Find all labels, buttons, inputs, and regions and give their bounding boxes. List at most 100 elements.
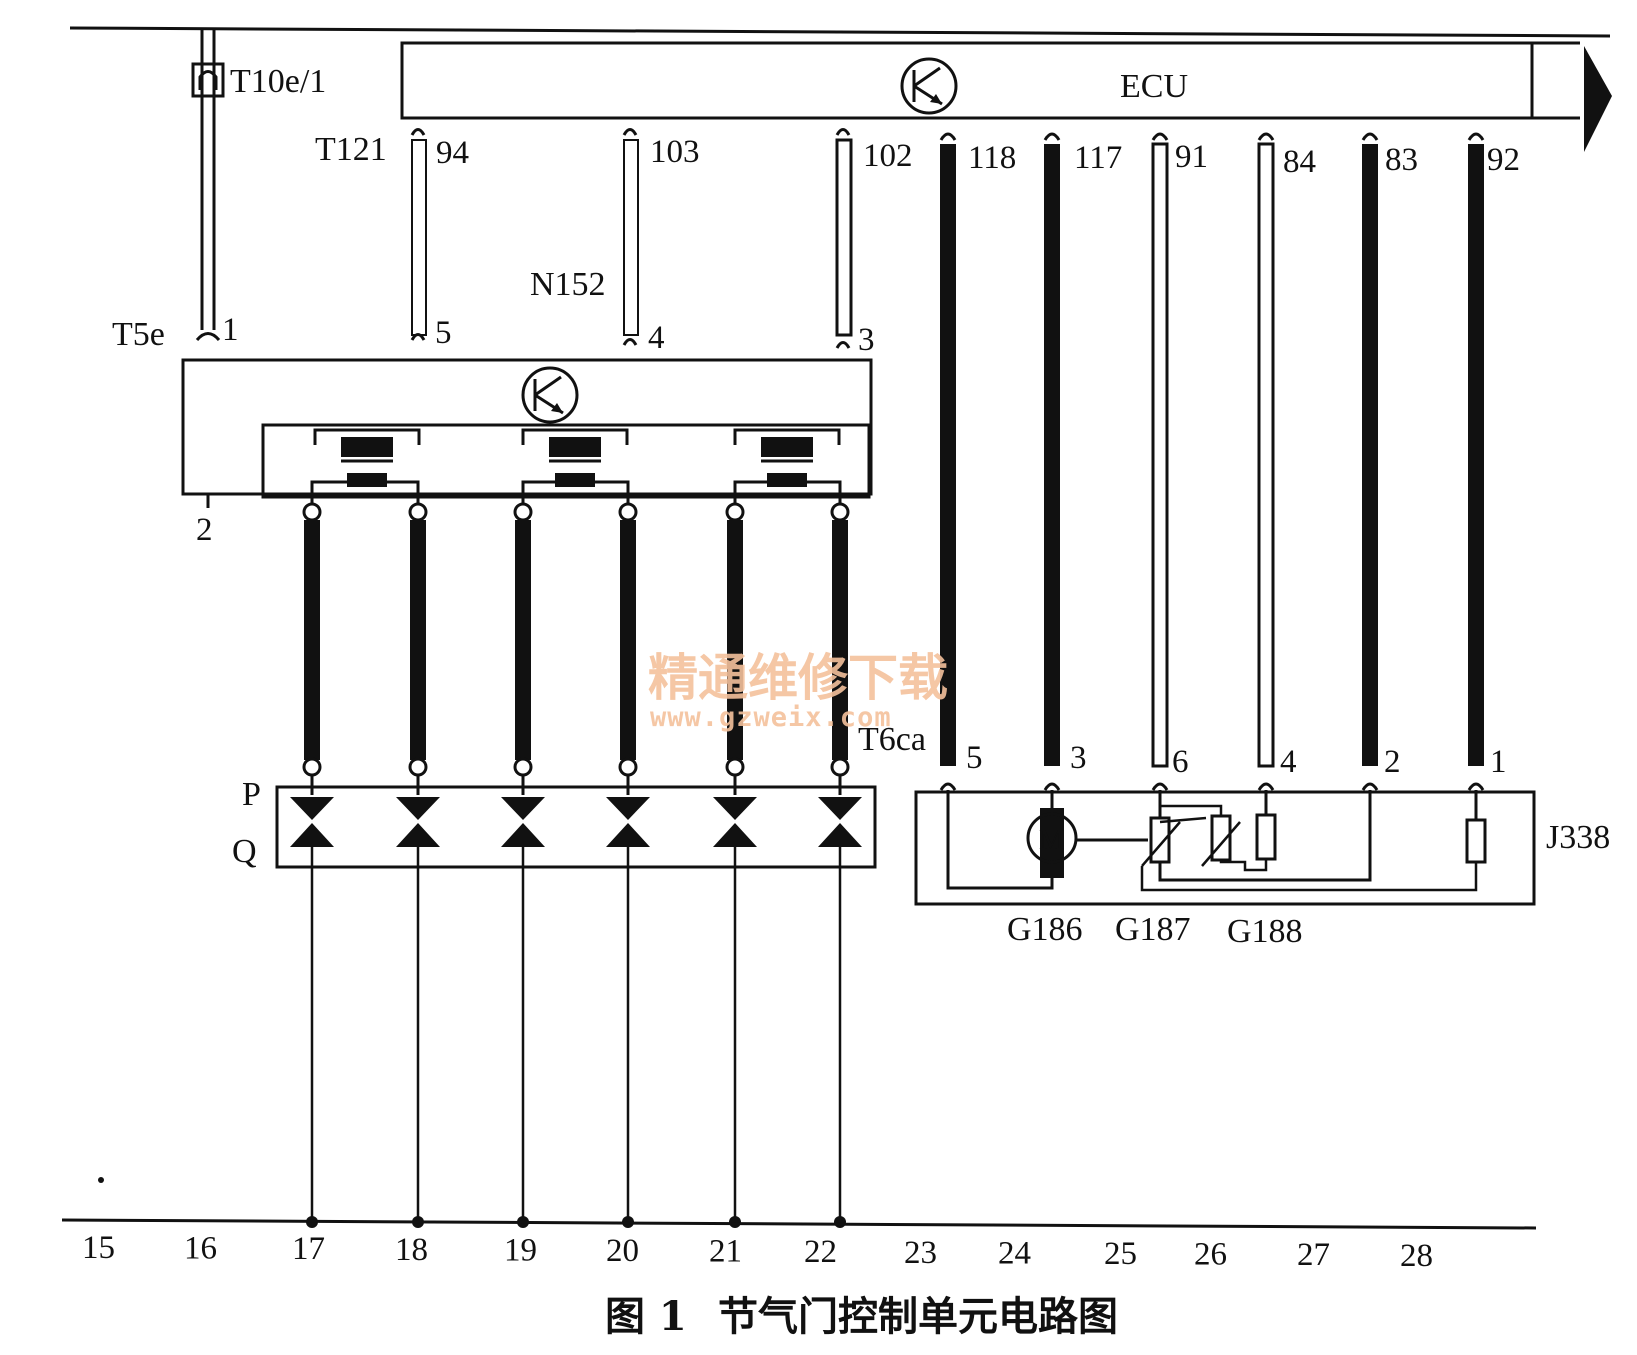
throttle-unit-label: J338	[1546, 819, 1610, 856]
wire-terminal-bottom	[513, 757, 533, 777]
heavy-wire	[832, 520, 848, 760]
wire-terminal-top	[513, 502, 533, 522]
heavy-wire	[1362, 144, 1378, 766]
heavy-wire	[620, 520, 636, 760]
figure-number: 图 1	[605, 1293, 687, 1340]
heavy-wire	[515, 520, 531, 760]
coil-pairs	[290, 428, 862, 1228]
component-g186: G186	[1007, 911, 1083, 948]
ecu-pin-102: 102	[863, 138, 913, 174]
coil-section-box	[261, 423, 871, 499]
diode-arrow-up	[606, 823, 650, 847]
wire-102	[835, 138, 853, 337]
top-frame-line	[69, 26, 1611, 38]
coil-frame-top	[313, 428, 421, 445]
diode-arrow-up	[818, 823, 862, 847]
ruler-number: 15	[82, 1230, 115, 1266]
coil-frame-top	[733, 428, 841, 445]
watermark-cn: 精通维修下载	[648, 649, 948, 707]
heavy-wire	[940, 144, 956, 766]
coil-block: P Q	[232, 776, 877, 870]
ecu-label: ECU	[1120, 68, 1188, 105]
coil-core-lower	[347, 473, 387, 487]
wire-terminal-top	[408, 502, 428, 522]
ecu-connector-label: T121	[315, 131, 387, 168]
j338-sensor	[1465, 818, 1487, 864]
driver-pin-4: 4	[648, 320, 665, 356]
wire-terminal-top	[618, 502, 638, 522]
motor-icon: M	[1026, 808, 1078, 878]
ecu-pin-83: 83	[1385, 142, 1418, 178]
ruler-number: 17	[292, 1231, 325, 1267]
driver-transistor-icon	[521, 366, 579, 424]
ruler-number: 21	[709, 1234, 742, 1270]
driver-module-connector: T5e	[112, 316, 165, 353]
diode-arrow-down	[818, 797, 862, 820]
ruler-number: 23	[904, 1235, 937, 1271]
throttle-unit: J338 M G186 G187 G188	[914, 790, 1610, 950]
ecu-pin-94: 94	[436, 135, 469, 171]
throttle-pin-1: 1	[1490, 744, 1507, 780]
ecu-transistor-icon	[900, 57, 958, 115]
throttle-pin-3: 3	[1070, 740, 1087, 776]
ruler-number: 20	[606, 1233, 639, 1269]
wire-connector-top	[1043, 132, 1061, 141]
ecu-to-driver-wires	[410, 128, 853, 337]
ruler-number: 19	[504, 1232, 537, 1268]
ground-junction	[729, 1216, 741, 1228]
heavy-wire	[1044, 144, 1060, 766]
component-g188: G188	[1227, 913, 1303, 950]
diode-arrow-up	[501, 823, 545, 847]
diode-arrow-up	[713, 823, 757, 847]
coil-core-upper	[549, 437, 601, 457]
wire-94	[411, 139, 427, 336]
ecu-pin-118: 118	[968, 140, 1016, 176]
throttle-pin-5: 5	[966, 740, 983, 776]
wire-connector-top	[1151, 132, 1169, 141]
wire-terminal-bottom	[830, 757, 850, 777]
driver-pin-3: 3	[858, 322, 875, 358]
wire-connector-bottom	[939, 782, 957, 791]
heavy-wire	[1468, 144, 1484, 766]
continuation-arrow	[1584, 46, 1612, 152]
wire-terminal-top	[830, 502, 850, 522]
figure-caption: 节气门控制单元电路图	[718, 1293, 1118, 1340]
ruler-number: 25	[1104, 1236, 1137, 1272]
wire-connector-top	[939, 132, 957, 141]
ground-rail	[61, 1218, 1537, 1230]
ruler-number: 16	[184, 1231, 217, 1267]
throttle-pin-2: 2	[1384, 744, 1401, 780]
ecu-unit: ECU	[400, 41, 1612, 152]
ecu-pin-103: 103	[650, 134, 700, 170]
coil-core-lower	[555, 473, 595, 487]
ruler-number: 22	[804, 1234, 837, 1270]
ecu-pin-92: 92	[1487, 142, 1520, 178]
coil-frame-top	[521, 428, 629, 445]
fuse-connector-label: T10e/1	[230, 63, 326, 100]
coil-core-upper	[761, 437, 813, 457]
driver-pin-1: 1	[222, 312, 239, 348]
ecu-to-throttle-wires	[939, 132, 1485, 791]
fuse-connector-icon	[191, 62, 225, 98]
wire-terminal-bottom	[408, 757, 428, 777]
light-wire	[1151, 142, 1169, 768]
ruler-number: 26	[1194, 1237, 1227, 1273]
wire-terminal-bottom	[725, 757, 745, 777]
coil-core-upper	[341, 437, 393, 457]
ruler-number: 18	[395, 1232, 428, 1268]
diode-arrow-down	[713, 797, 757, 820]
stray-dot	[98, 1177, 104, 1183]
wire-terminal-top	[725, 502, 745, 522]
driver-module-label: N152	[530, 266, 606, 303]
g187-resistor	[1149, 816, 1171, 864]
wire-connector-top	[1361, 132, 1379, 141]
throttle-unit-box	[914, 790, 1536, 906]
ecu-box	[400, 41, 1534, 120]
driver-module	[181, 332, 873, 508]
wire-103	[623, 139, 639, 336]
throttle-connector: T6ca	[858, 721, 926, 758]
wire-connector-bottom	[1151, 782, 1169, 791]
ruler-number: 27	[1297, 1237, 1330, 1273]
